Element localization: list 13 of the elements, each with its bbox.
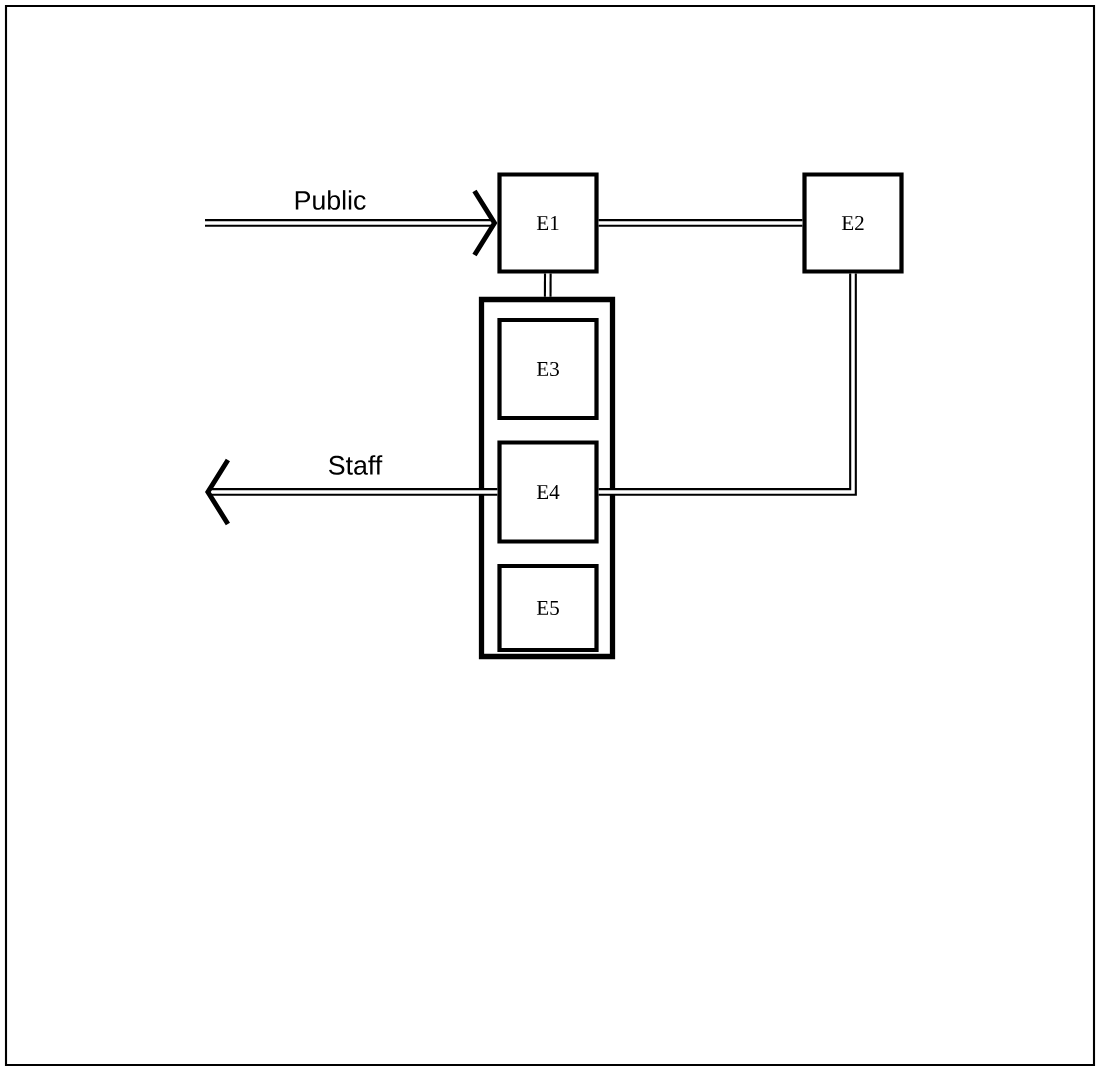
entity-box: E4 [497,440,599,544]
connector [205,189,498,257]
connector [205,458,498,526]
connector [598,219,803,227]
group-box [478,296,616,660]
entity-box: E1 [497,172,599,274]
edge-label: Public [292,188,368,212]
connector [598,273,857,496]
entity-box: E3 [497,317,599,421]
entity-box: E5 [497,563,599,653]
entity-box: E2 [802,172,904,274]
connector [543,273,552,297]
edge-label: Staff [326,453,384,477]
